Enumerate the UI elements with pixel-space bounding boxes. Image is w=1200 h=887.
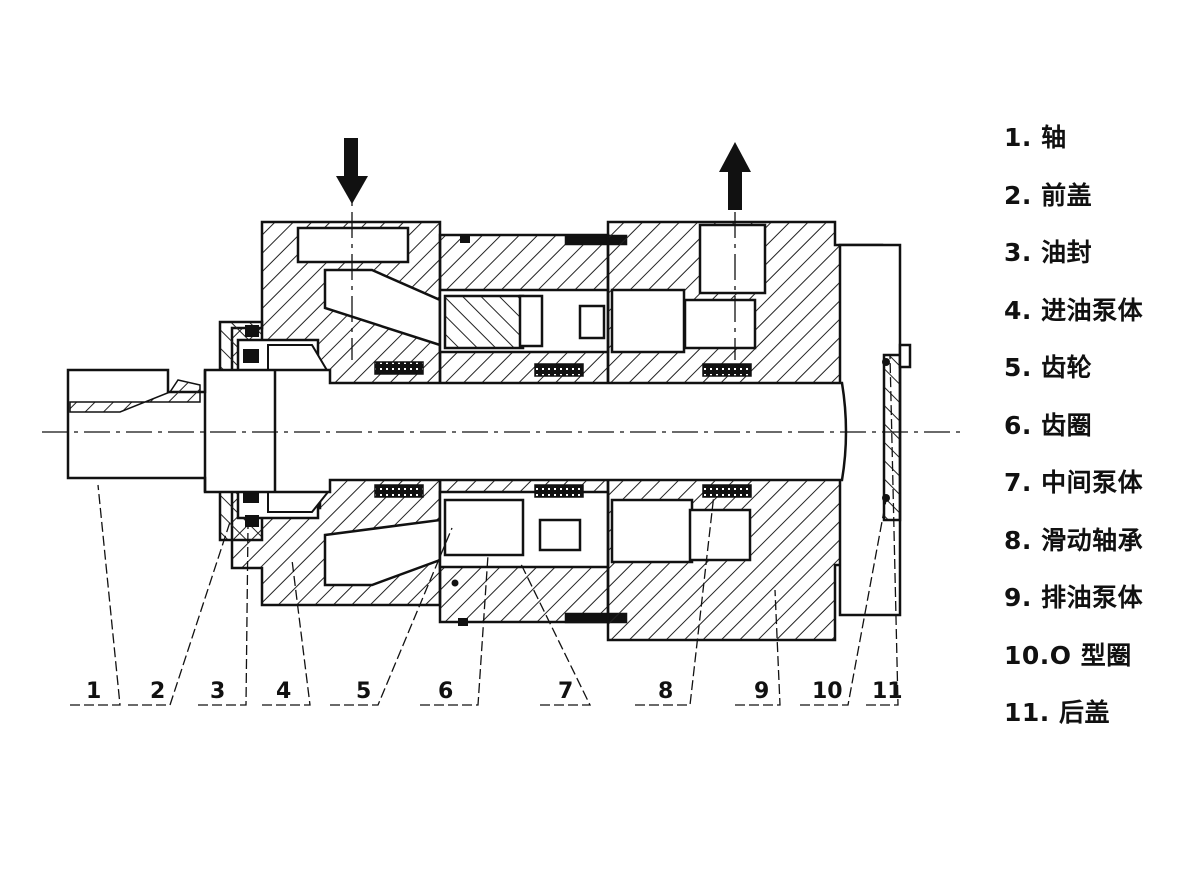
- center-line: [42, 170, 960, 433]
- leader-lines: [70, 355, 899, 706]
- callout-9: 9: [754, 679, 769, 704]
- o-rings: [451, 235, 890, 626]
- legend-item-inlet-pump-body: 4. 进油泵体: [1004, 295, 1144, 325]
- bearing-seals: [374, 361, 752, 498]
- shaft: [66, 368, 848, 494]
- callout-11: 11: [872, 679, 903, 704]
- callout-10: 10: [812, 679, 843, 704]
- legend-item-gear: 5. 齿轮: [1004, 353, 1093, 382]
- parts-legend: 1. 轴 2. 前盖 3. 油封 4. 进油泵体 5. 齿轮 6. 齿圈 7. …: [1004, 118, 1143, 751]
- legend-item-rear-cover: 11. 后盖: [1004, 698, 1110, 727]
- legend-item-shaft: 1. 轴: [1004, 123, 1067, 152]
- legend-item-front-cover: 2. 前盖: [1004, 180, 1093, 210]
- callout-6: 6: [438, 679, 453, 704]
- callout-2: 2: [150, 679, 165, 704]
- callout-8: 8: [658, 679, 673, 704]
- callout-4: 4: [276, 679, 291, 704]
- callout-numbers: 1 2 3 4 5 6 7 8 9 10 11: [86, 679, 903, 704]
- inlet-arrow-icon: [336, 138, 368, 204]
- callout-5: 5: [356, 679, 371, 704]
- rear-cover: [838, 243, 912, 617]
- legend-item-outlet-pump-body: 9. 排油泵体: [1004, 583, 1144, 612]
- callout-3: 3: [210, 679, 225, 704]
- legend-item-sliding-bearing: 8. 滑动轴承: [1004, 525, 1144, 555]
- legend-item-middle-pump-body: 7. 中间泵体: [1004, 468, 1144, 497]
- outlet-arrow-icon: [719, 142, 751, 210]
- callout-1: 1: [86, 679, 101, 704]
- callout-7: 7: [558, 679, 573, 704]
- legend-item-oil-seal: 3. 油封: [1004, 238, 1093, 267]
- legend-item-o-ring: 10.O 型圈: [1004, 640, 1132, 670]
- legend-item-gear-ring: 6. 齿圈: [1004, 410, 1093, 440]
